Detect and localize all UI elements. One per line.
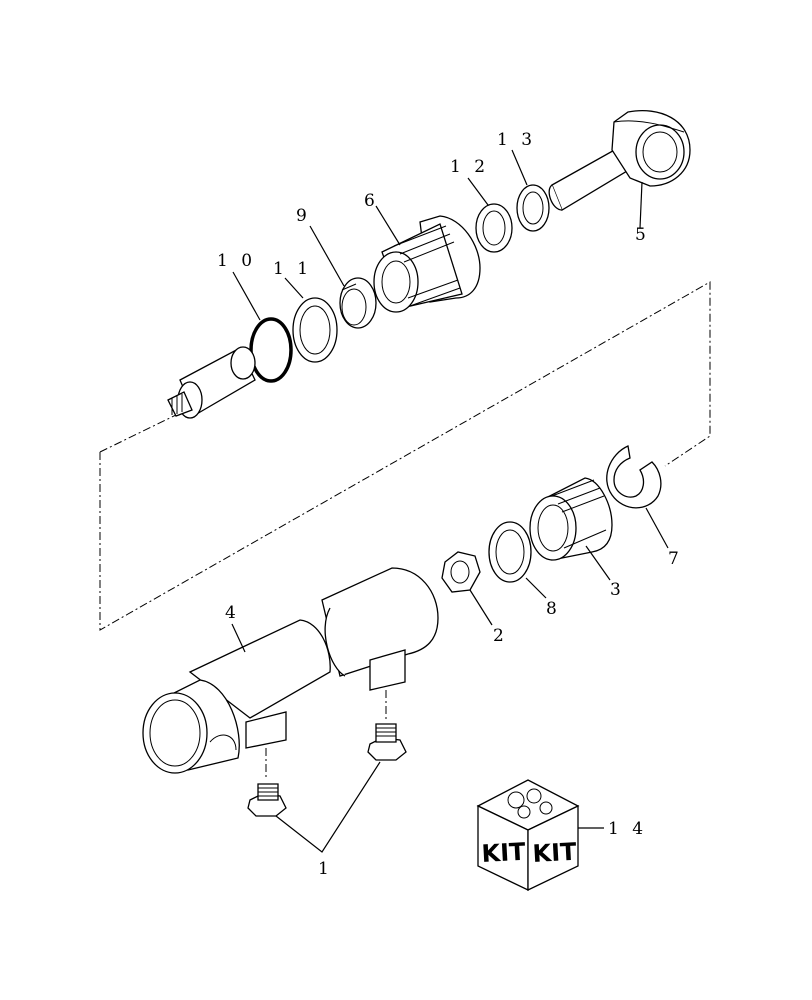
callout-9: 9 xyxy=(296,206,311,226)
part-2-lock-nut xyxy=(441,551,481,593)
callout-1: 1 xyxy=(318,859,333,879)
part-9-bushing xyxy=(339,277,377,329)
part-4-cylinder-barrel xyxy=(142,567,439,774)
part-13-seal-ring xyxy=(516,184,550,232)
callout-6: 6 xyxy=(364,191,379,211)
callout-2: 2 xyxy=(493,626,508,646)
callout-3: 3 xyxy=(610,580,625,600)
part-12-wiper-ring xyxy=(475,203,513,253)
leader-lines xyxy=(231,149,669,853)
part-10-o-ring xyxy=(249,317,293,383)
part-3-piston xyxy=(529,477,613,561)
kit-label-left: KIT xyxy=(481,838,527,868)
callout-5: 5 xyxy=(635,225,650,245)
callout-10: 1 0 xyxy=(217,251,256,271)
callout-12: 1 2 xyxy=(450,157,489,177)
callout-4: 4 xyxy=(225,603,240,623)
callout-11: 1 1 xyxy=(273,259,312,279)
part-7-split-ring xyxy=(606,445,662,509)
part-14-kit-box: KIT KIT xyxy=(476,779,580,892)
assembly-boundary-line xyxy=(99,281,711,631)
callout-8: 8 xyxy=(546,599,561,619)
part-1-fitting-right xyxy=(367,690,407,761)
part-8-seal-ring xyxy=(488,521,532,583)
part-6-gland xyxy=(373,215,481,313)
kit-label-right: KIT xyxy=(532,838,578,868)
part-11-backup-ring xyxy=(292,297,338,363)
piston-rod xyxy=(167,346,256,419)
part-1-fitting-left xyxy=(247,748,287,817)
callout-13: 1 3 xyxy=(497,130,536,150)
part-5-rod-eye xyxy=(548,110,691,211)
callout-7: 7 xyxy=(668,549,683,569)
callout-14: 1 4 xyxy=(608,819,647,839)
